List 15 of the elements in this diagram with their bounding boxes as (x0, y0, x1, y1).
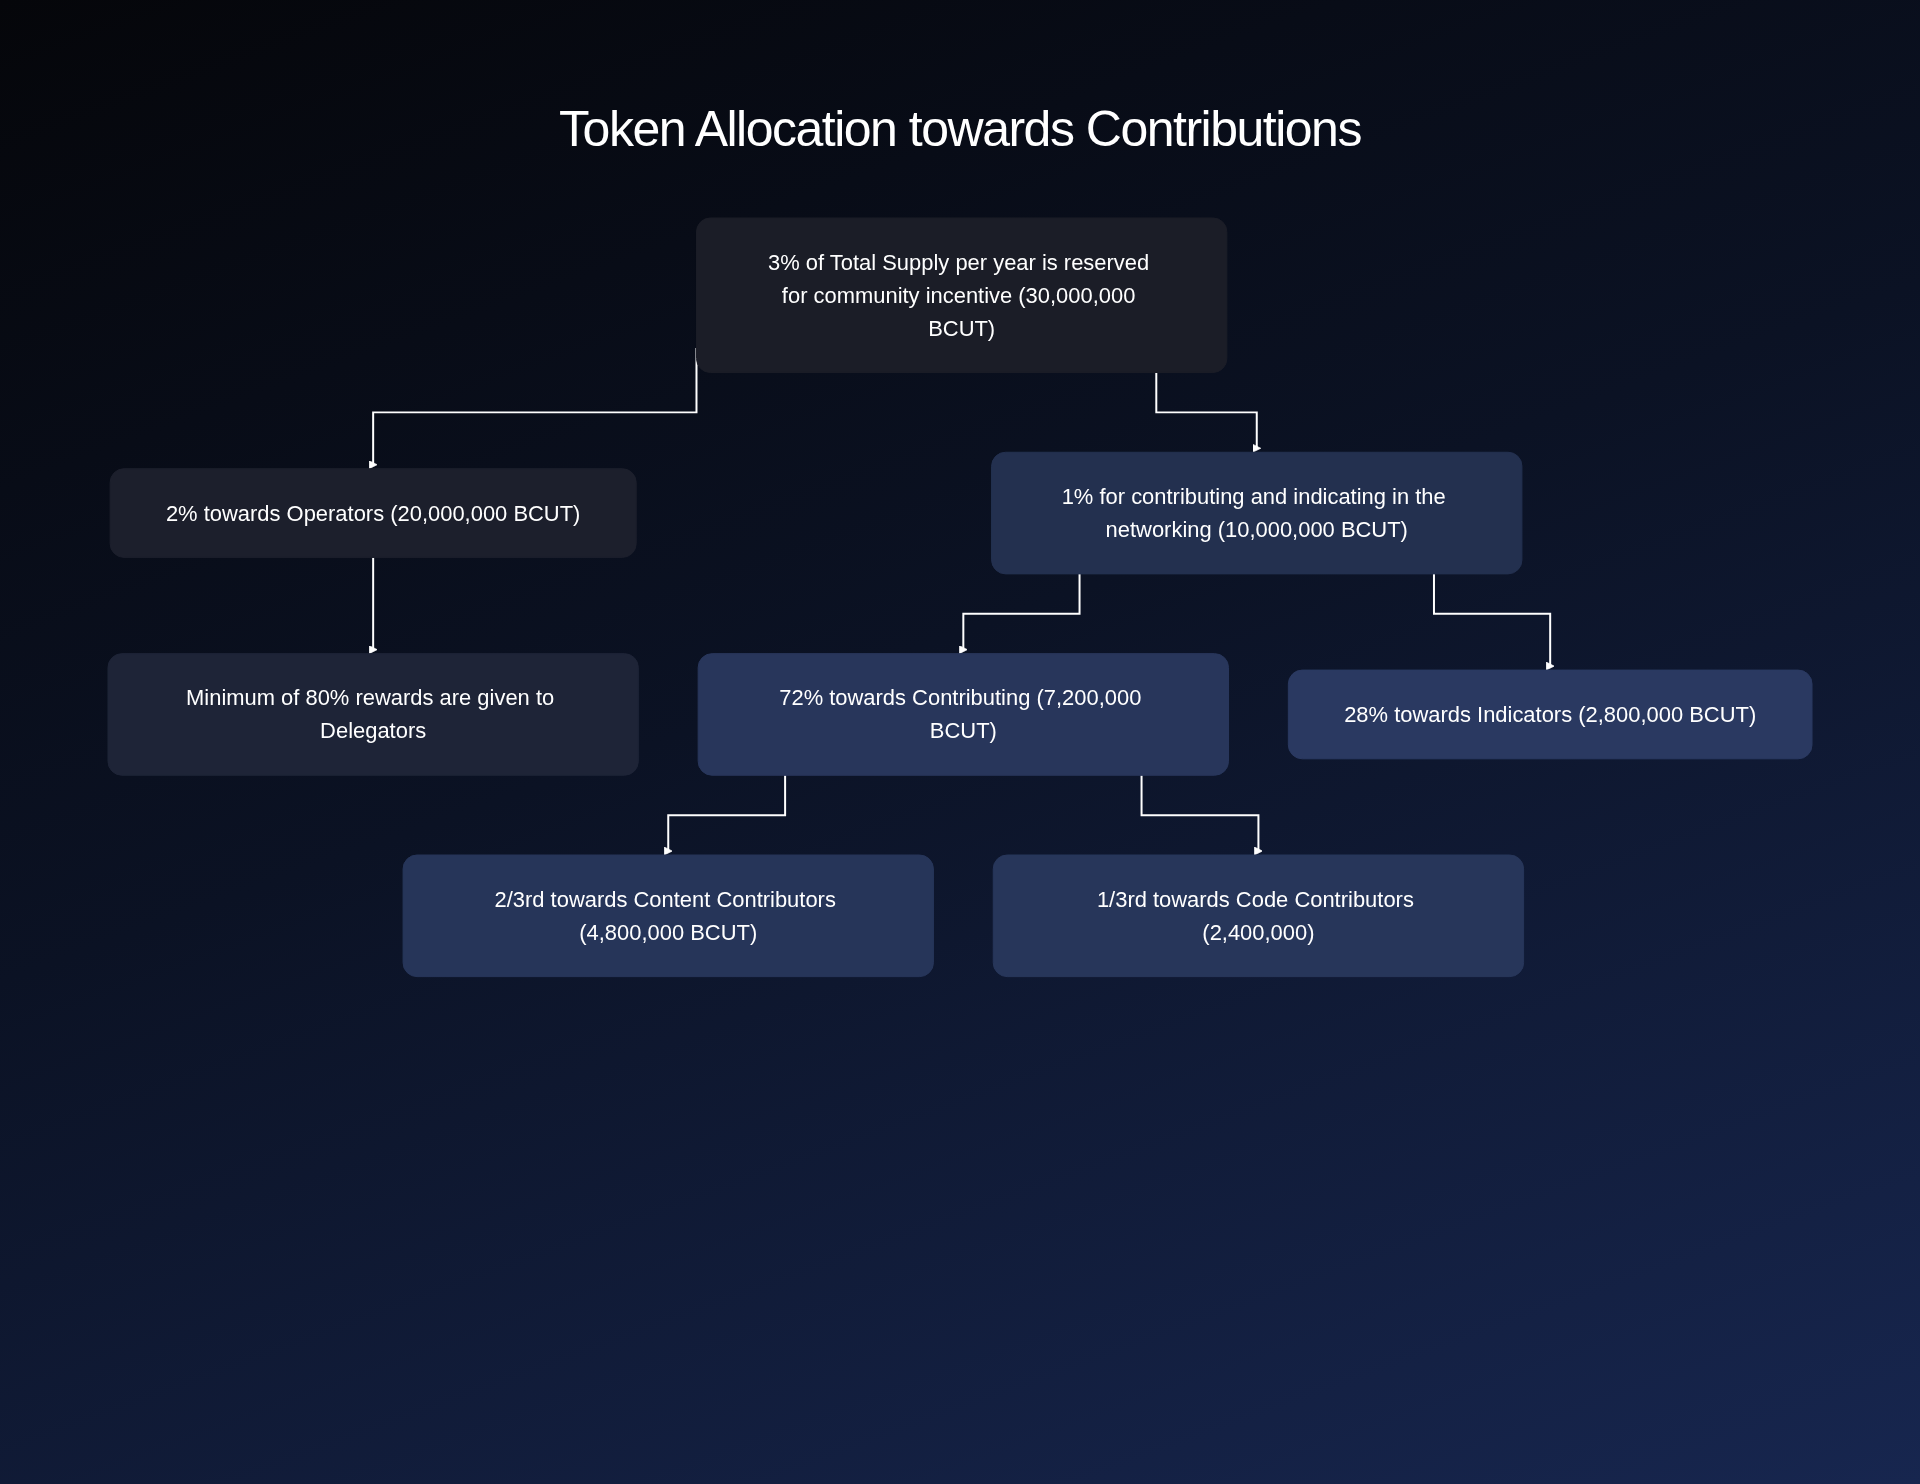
node-box: 2/3rd towards Content Contributors (4,800,000 BCUT) (402, 854, 934, 978)
arrow (958, 572, 1081, 655)
arrow (1155, 371, 1262, 453)
diagram-title: Token Allocation towards Contributions (559, 101, 1361, 157)
node-box: 28% towards Indicators (2,800,000 BCUT) (1287, 669, 1813, 760)
node-box: 2% towards Operators (20,000,000 BCUT) (109, 468, 637, 558)
arrow (663, 774, 787, 856)
node-box: 1% for contributing and indicating in the networking (10,000,000 BCUT) (991, 451, 1523, 575)
arrow (1140, 774, 1263, 856)
node-box: 3% of Total Supply per year is reserved for community incentive (30,000,000 BCUT) (696, 217, 1228, 373)
node-box: Minimum of 80% rewards are given to Delegators (107, 653, 639, 776)
node-box: 72% towards Contributing (7,200,000 BCUT) (697, 653, 1229, 776)
node-box: 1/3rd towards Code Contributors (2,400,000) (992, 854, 1525, 978)
arrow (368, 556, 378, 655)
arrow (1432, 572, 1555, 671)
